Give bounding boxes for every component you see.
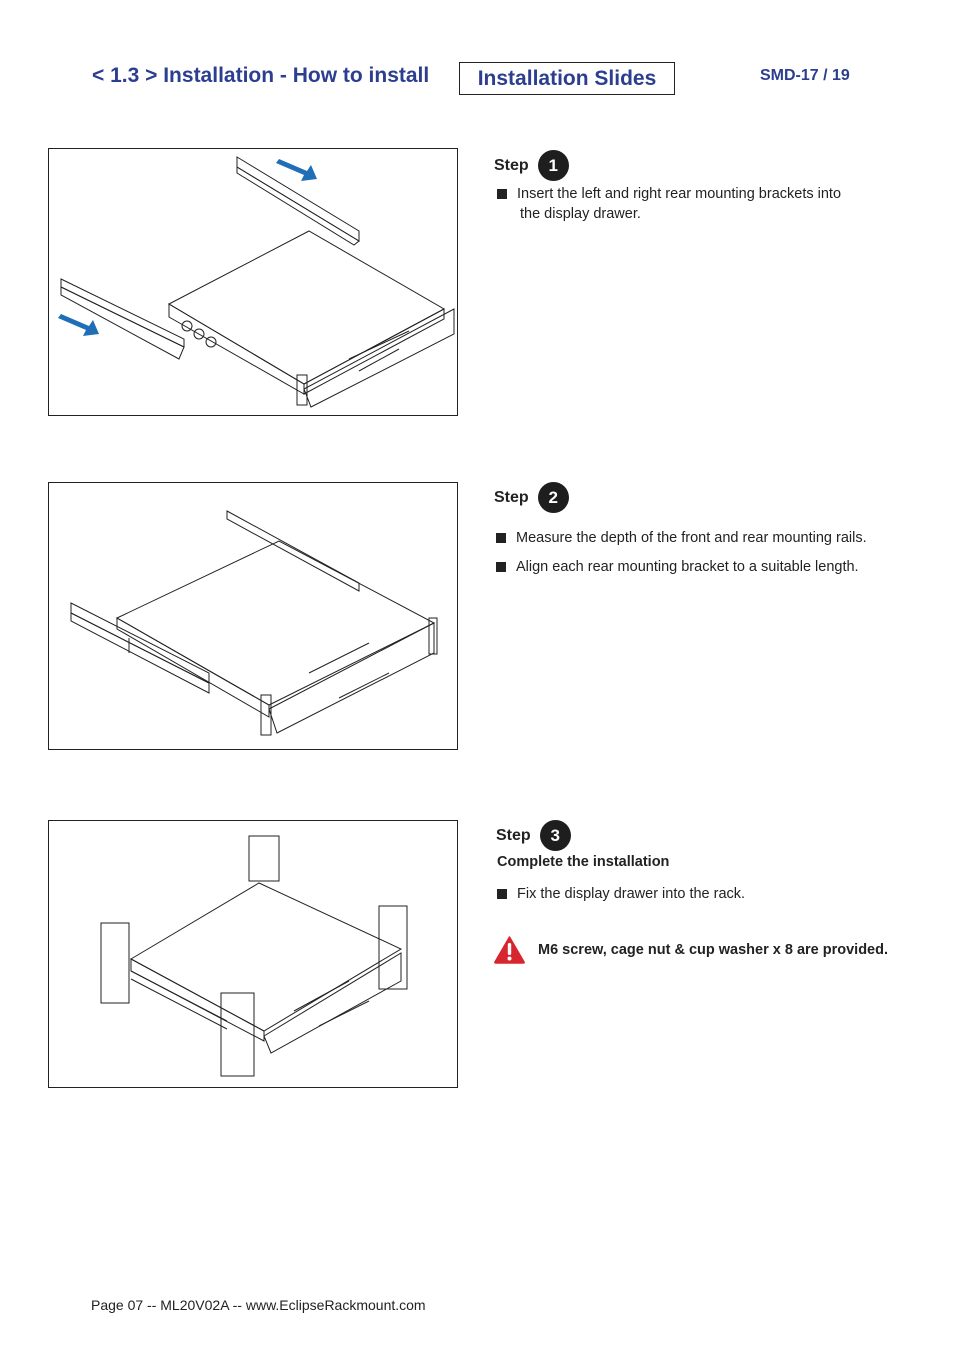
step-label: Step	[494, 156, 529, 174]
step-3-bullet: Fix the display drawer into the rack.	[497, 884, 745, 904]
bullet-text: Insert the left and right rear mounting …	[517, 186, 842, 202]
section-title-box: Installation Slides	[459, 62, 675, 95]
bullet-square-icon	[496, 562, 506, 572]
drawer-in-rack-illustration	[100, 835, 408, 1077]
step-2-figure	[48, 482, 458, 750]
drawer-rails-illustration	[70, 510, 438, 736]
warning-text: M6 screw, cage nut & cup washer x 8 are …	[538, 942, 889, 958]
step-number-badge: 3	[539, 820, 571, 851]
drawer-brackets-illustration	[58, 156, 455, 408]
step-number-badge: 1	[537, 150, 569, 181]
step-1-bullet: Insert the left and right rear mounting …	[497, 184, 841, 224]
arrow-right-icon	[58, 314, 99, 336]
bullet-text: the display drawer.	[520, 206, 641, 222]
step-2-bullet-1: Measure the depth of the front and rear …	[496, 528, 867, 548]
bullet-text: Measure the depth of the front and rear …	[516, 530, 867, 546]
step-2-heading: Step 2	[494, 482, 569, 513]
arrow-right-icon	[276, 159, 317, 181]
warning-triangle-icon	[494, 936, 525, 964]
model-label: SMD-17 / 19	[760, 67, 850, 84]
warning-note: M6 screw, cage nut & cup washer x 8 are …	[494, 936, 888, 964]
bullet-square-icon	[496, 533, 506, 543]
step-3-figure	[48, 820, 458, 1088]
bullet-text: Align each rear mounting bracket to a su…	[516, 559, 859, 575]
step-2-bullet-2: Align each rear mounting bracket to a su…	[496, 557, 859, 577]
step-1-heading: Step 1	[494, 150, 569, 181]
step-3-heading: Step 3	[496, 820, 571, 851]
step-3-subheading: Complete the installation	[497, 854, 670, 870]
step-label: Step	[496, 826, 531, 844]
bullet-square-icon	[497, 889, 507, 899]
page-title: < 1.3 > Installation - How to install	[92, 64, 430, 87]
step-1-figure	[48, 148, 458, 416]
step-label: Step	[494, 488, 529, 506]
page-footer: Page 07 -- ML20V02A -- www.EclipseRackmo…	[91, 1297, 426, 1313]
bullet-text: Fix the display drawer into the rack.	[517, 886, 746, 902]
bullet-square-icon	[497, 189, 507, 199]
step-number-badge: 2	[537, 482, 569, 513]
